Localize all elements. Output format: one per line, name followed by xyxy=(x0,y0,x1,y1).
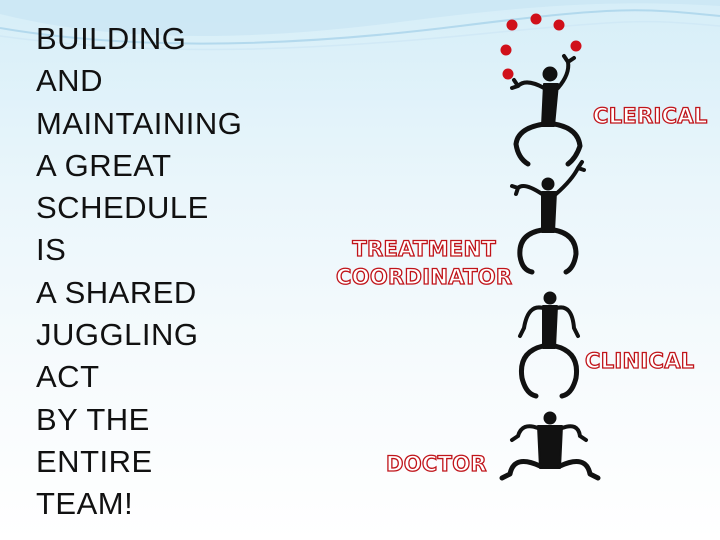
headline-line: ENTIRE xyxy=(36,443,153,479)
headline-line: SCHEDULE xyxy=(36,190,209,226)
role-label-line: COORDINATOR xyxy=(335,264,513,289)
role-label-treatment-coordinator: TREATMENT COORDINATOR xyxy=(335,235,513,291)
headline-line: JUGGLING xyxy=(36,317,199,353)
headline-line: ACT xyxy=(36,359,100,395)
role-label-doctor: DOCTOR xyxy=(385,451,487,476)
role-label-clerical: CLERICAL xyxy=(592,103,708,128)
headline-line: TEAM! xyxy=(36,486,134,522)
role-label-clinical: CLINICAL xyxy=(584,348,695,373)
headline-line: BY THE xyxy=(36,401,150,437)
role-label-line: TREATMENT xyxy=(352,236,497,261)
headline-line: A SHARED xyxy=(36,274,197,310)
headline-line: BUILDING xyxy=(36,21,187,56)
juggling-human-tower-icon xyxy=(499,13,601,481)
headline-text: BUILDING AND MAINTAINING A GREAT SCHEDUL… xyxy=(36,18,296,526)
juggling-balls xyxy=(500,13,582,80)
decorative-wave xyxy=(0,0,720,51)
headline-line: MAINTAINING xyxy=(36,105,243,141)
headline-line: A GREAT xyxy=(36,147,172,183)
headline-line: IS xyxy=(36,232,67,268)
headline-line: AND xyxy=(36,63,103,99)
